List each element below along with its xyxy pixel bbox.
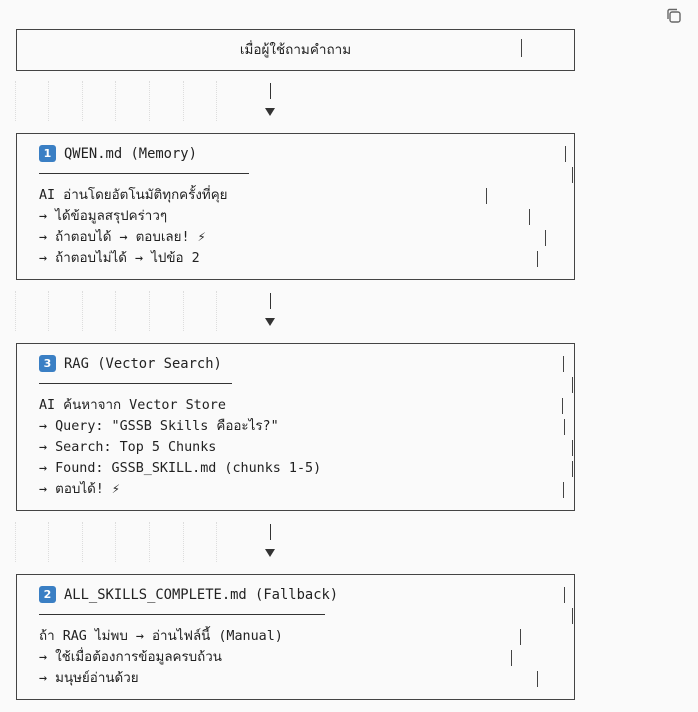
step-3-line-2: → Query: "GSSB Skills คืออะไร?" — [39, 419, 279, 434]
connector-1 — [0, 81, 698, 121]
step-1-line-1: AI อ่านโดยอัตโนมัติทุกครั้งที่คุย — [39, 188, 228, 203]
step-3-badge: 3 — [39, 355, 56, 372]
header-box: เมื่อผู้ใช้ถามคำถาม — [16, 29, 575, 71]
copy-icon — [667, 8, 681, 23]
step-2-line-3: → มนุษย์อ่านด้วย — [39, 671, 139, 686]
copy-button[interactable] — [664, 6, 684, 26]
arrow-down-icon — [265, 108, 275, 116]
step-3-line-1: AI ค้นหาจาก Vector Store — [39, 398, 226, 413]
step-3-line-5: → ตอบได้! ⚡ — [39, 482, 120, 497]
step-1-line-4: → ถ้าตอบไม่ได้ → ไปข้อ 2 — [39, 251, 200, 266]
step-1-line-2: → ได้ข้อมูลสรุปคร่าวๆ — [39, 209, 168, 224]
step-3-line-3: → Search: Top 5 Chunks — [39, 440, 217, 455]
header-text: เมื่อผู้ใช้ถามคำถาม — [239, 42, 352, 58]
step-2-line-2: → ใช้เมื่อต้องการข้อมูลครบถ้วน — [39, 650, 222, 665]
step-2-badge: 2 — [39, 586, 56, 603]
step-2-line-1: ถ้า RAG ไม่พบ → อ่านไฟล์นี้ (Manual) — [39, 629, 283, 644]
connector-2 — [0, 291, 698, 331]
step-1-line-3: → ถ้าตอบได้ → ตอบเลย! ⚡ — [39, 230, 206, 245]
step-1-badge: 1 — [39, 145, 56, 162]
step-3-line-4: → Found: GSSB_SKILL.md (chunks 1-5) — [39, 461, 322, 476]
connector-3 — [0, 522, 698, 562]
arrow-down-icon — [265, 549, 275, 557]
arrow-down-icon — [265, 318, 275, 326]
